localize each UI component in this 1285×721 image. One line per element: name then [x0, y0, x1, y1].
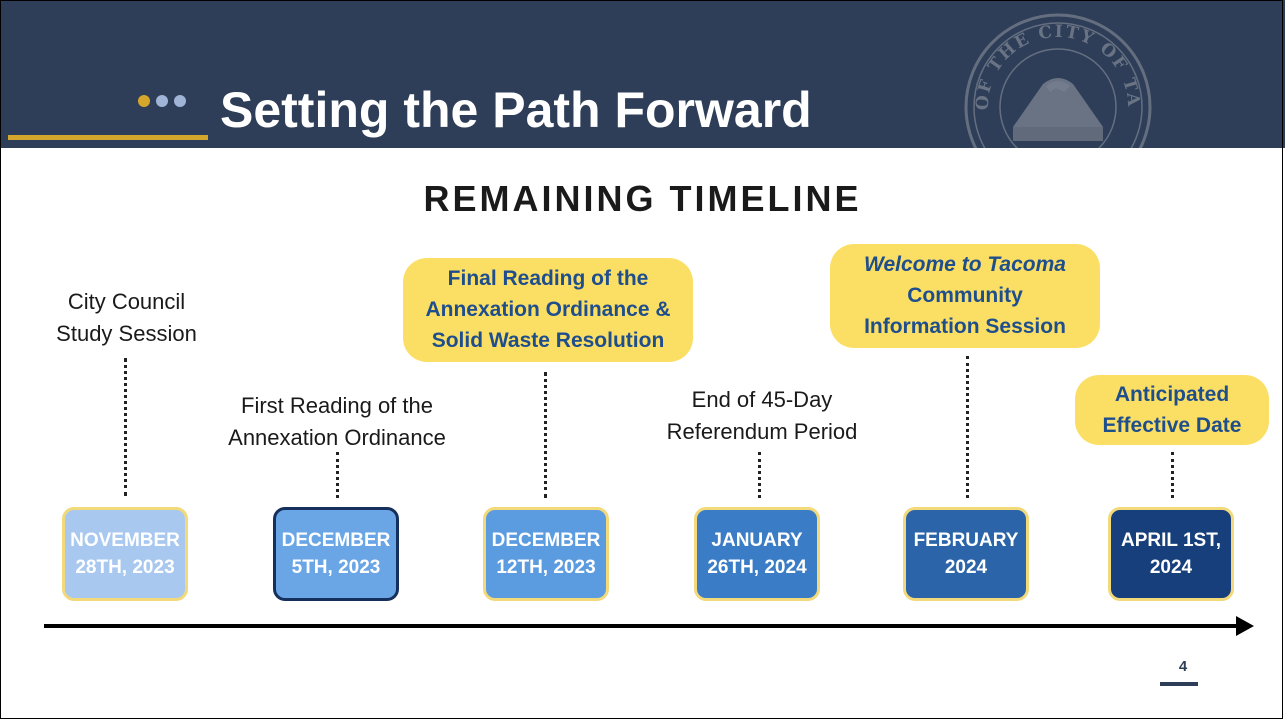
event-label-line: Solid Waste Resolution [431, 329, 665, 352]
event-label-line: Anticipated [1114, 383, 1230, 406]
slide-title: Setting the Path Forward [220, 82, 812, 138]
connector-dots [336, 452, 339, 498]
event-label-line: Final Reading of the [447, 267, 649, 290]
event-label-study-session: City Council Study Session [44, 286, 209, 350]
page-number: 4 [1178, 658, 1188, 675]
event-label-line: Study Session [56, 321, 197, 346]
date-box-dec-5: DECEMBER 5TH, 2023 [273, 507, 399, 601]
event-label-line: City Council [67, 289, 186, 314]
event-highlight-info-session: Welcome to Tacoma Community Information … [830, 244, 1100, 348]
event-label-line: Annexation Ordinance & [425, 298, 671, 321]
blue-dot [156, 95, 168, 107]
gold-dot [138, 95, 150, 107]
connector-dots [544, 372, 547, 498]
date-box-dec-12: DECEMBER 12TH, 2023 [483, 507, 609, 601]
title-underline [8, 135, 208, 140]
event-highlight-final-reading: Final Reading of the Annexation Ordinanc… [403, 258, 693, 362]
event-label-line-italic: Welcome to Tacoma [830, 249, 1100, 280]
event-label-italic: Welcome to Tacoma [864, 253, 1066, 276]
date-line: JANUARY [711, 530, 803, 551]
date-line: 26TH, 2024 [707, 557, 807, 578]
date-line: DECEMBER [491, 530, 601, 551]
event-label-line: First Reading of the [241, 393, 433, 418]
timeline-axis [44, 624, 1240, 628]
event-label-line: Effective Date [1102, 414, 1242, 437]
date-line: 5TH, 2023 [291, 557, 381, 578]
connector-dots [758, 452, 761, 498]
date-box-nov-28: NOVEMBER 28TH, 2023 [62, 507, 188, 601]
date-line: 2024 [944, 557, 988, 578]
event-label-first-reading: First Reading of the Annexation Ordinanc… [212, 390, 462, 454]
arrow-right-icon [1236, 616, 1254, 636]
date-box-feb-2024: FEBRUARY 2024 [903, 507, 1029, 601]
title-dots [138, 95, 186, 107]
city-seal-logo: SEAL OF THE CITY OF TACOMA [958, 2, 1158, 148]
title-bar: Setting the Path Forward SEAL OF THE CIT… [0, 0, 1285, 148]
date-box-jan-26: JANUARY 26TH, 2024 [694, 507, 820, 601]
date-line: 2024 [1149, 557, 1193, 578]
date-line: APRIL 1ST, [1121, 530, 1221, 551]
date-box-apr-1: APRIL 1ST, 2024 [1108, 507, 1234, 601]
connector-dots [966, 356, 969, 498]
date-line: 12TH, 2023 [496, 557, 596, 578]
connector-dots [1171, 452, 1174, 498]
event-label-line: End of 45-Day [691, 387, 833, 412]
connector-dots [124, 358, 127, 496]
event-label-line: Annexation Ordinance [228, 425, 446, 450]
event-label-line: Referendum Period [666, 419, 858, 444]
timeline-heading: REMAINING TIMELINE [423, 178, 862, 219]
event-highlight-effective-date: Anticipated Effective Date [1075, 375, 1269, 445]
page-number-underline [1160, 682, 1198, 686]
date-line: FEBRUARY [913, 530, 1019, 551]
date-line: 28TH, 2023 [75, 557, 175, 578]
blue-dot [174, 95, 186, 107]
event-label-line: Information Session [864, 315, 1066, 338]
date-line: DECEMBER [281, 530, 391, 551]
date-line: NOVEMBER [70, 530, 180, 551]
event-label-referendum: End of 45-Day Referendum Period [642, 384, 882, 448]
event-label-line: Community [907, 284, 1023, 307]
